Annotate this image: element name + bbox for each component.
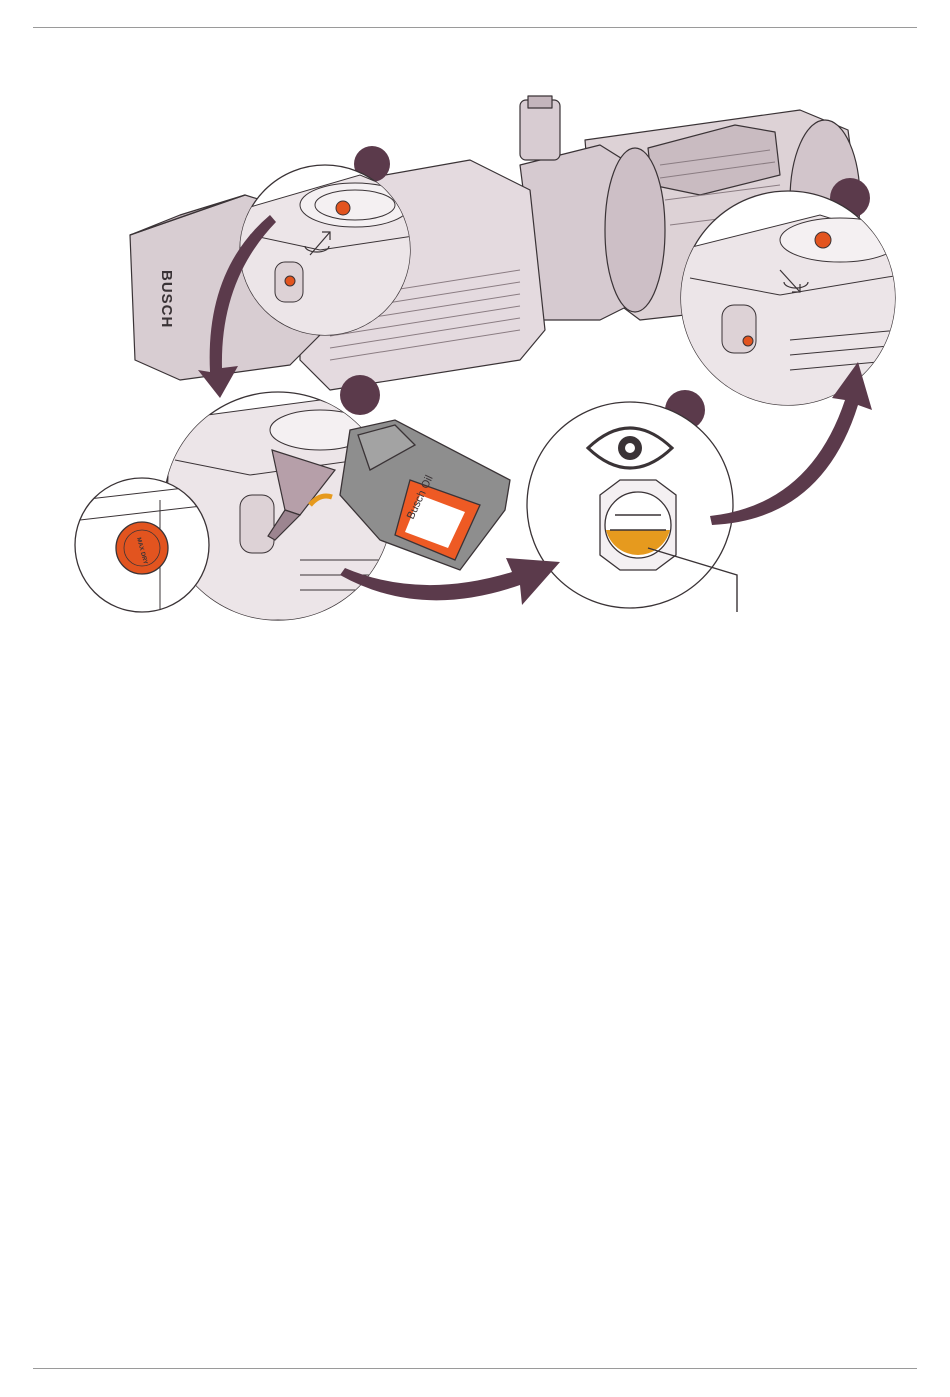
fill-plug — [336, 201, 350, 215]
sight-plug-refit — [743, 336, 753, 346]
oil-filling-diagram: BUSCH — [0, 80, 950, 640]
fill-plug-refit — [815, 232, 831, 248]
fill-cap-zoom: MAX DRY — [75, 478, 210, 612]
sight-plug — [285, 276, 295, 286]
sight-glass — [600, 480, 676, 570]
footer-rule — [33, 1368, 917, 1369]
brand-label: BUSCH — [158, 270, 175, 328]
step-2-detail: Busch Oil — [164, 375, 510, 620]
top-valve — [520, 100, 560, 160]
step-2-tab — [340, 375, 380, 415]
header-rule — [33, 27, 917, 28]
step-3-detail — [527, 390, 737, 612]
